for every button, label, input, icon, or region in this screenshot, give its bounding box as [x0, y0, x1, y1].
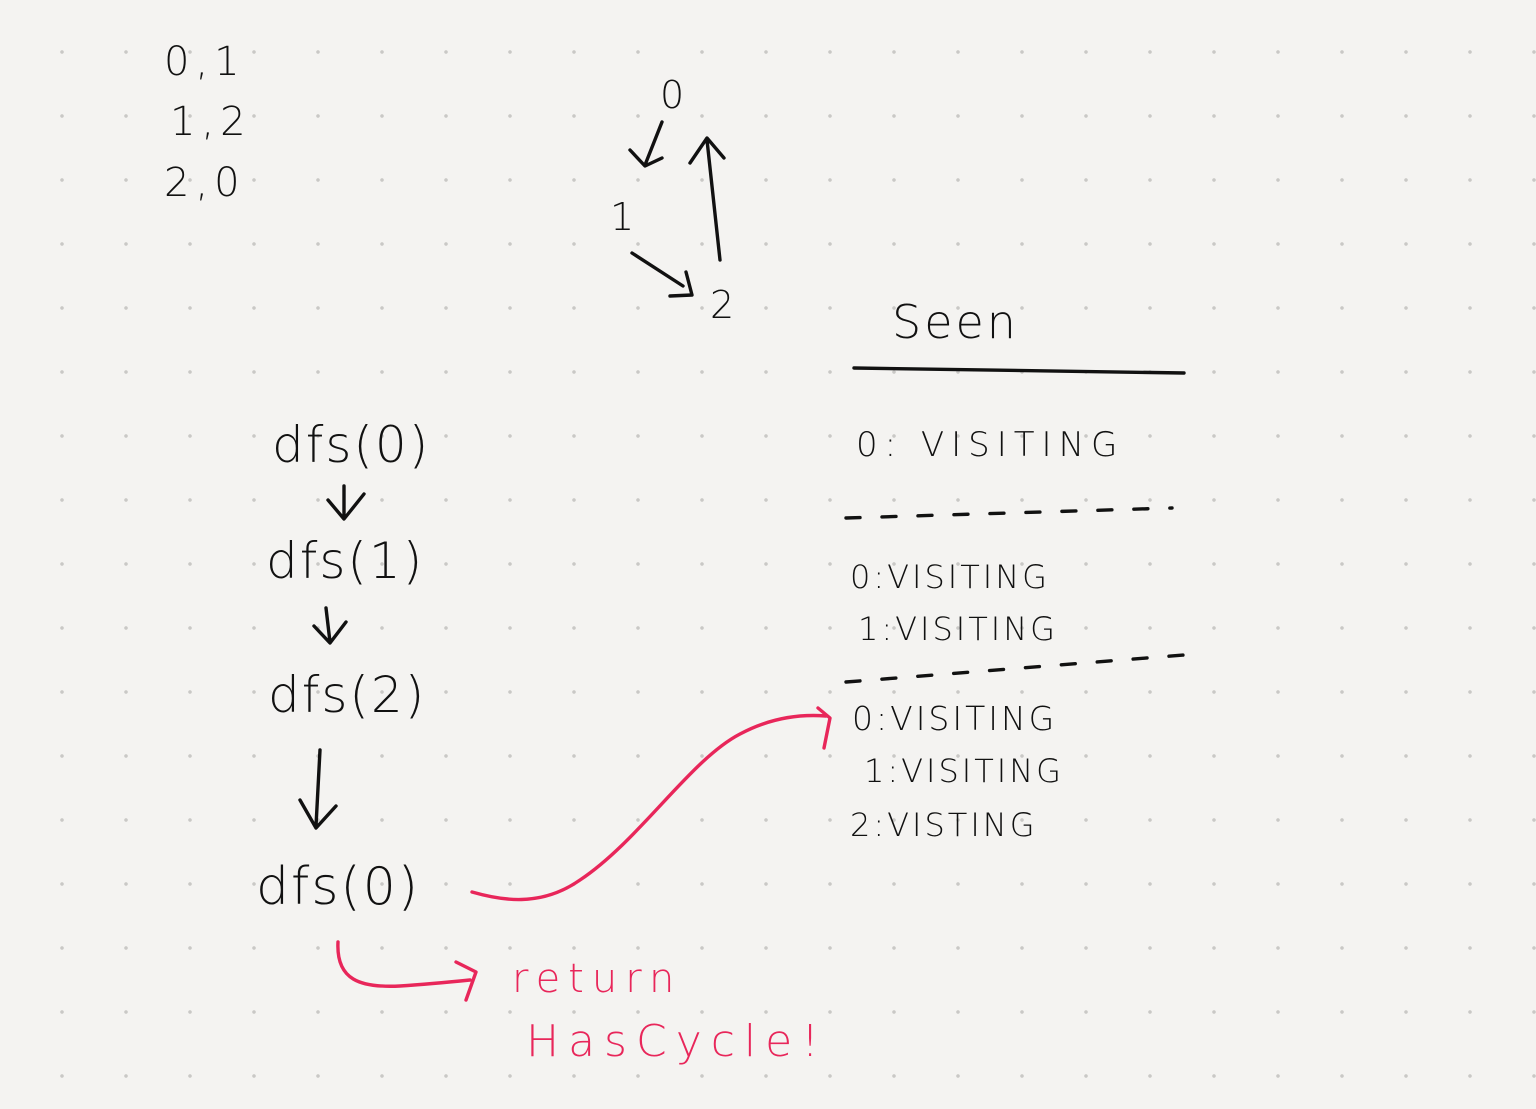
has-cycle-label: HasCycle! [526, 1016, 828, 1067]
call-frame: dfs(0) [272, 416, 430, 474]
cycle-annotation: return HasCycle! [336, 706, 832, 1067]
return-arrow [336, 940, 478, 1002]
seen-entry: 1:VISITING [864, 752, 1064, 790]
call-frame: dfs(1) [266, 532, 424, 590]
seen-table: Seen 0: VISITING 0:VISITING 1:VISITING 0… [844, 295, 1186, 844]
down-arrow [326, 484, 366, 521]
edge-item: 1,2 [170, 99, 252, 145]
seen-underline [852, 366, 1186, 375]
link-arrow [470, 706, 832, 902]
graph-node-0: 0 [660, 73, 684, 117]
seen-entry: 2:VISTING [850, 806, 1038, 844]
edge-arrow-2-0 [688, 136, 726, 262]
graph-sketch: 0 1 2 [610, 73, 734, 327]
seen-entry: 1:VISITING [858, 610, 1058, 648]
graph-node-1: 1 [610, 195, 634, 239]
down-arrow [298, 748, 338, 830]
seen-divider [844, 506, 1174, 520]
edge-item: 2,0 [164, 160, 246, 206]
call-frame: dfs(2) [268, 666, 426, 724]
seen-entry: 0:VISITING [852, 699, 1057, 738]
down-arrow [312, 606, 348, 645]
seen-divider [844, 653, 1186, 684]
return-label: return [512, 956, 682, 1002]
seen-entry: 0: VISITING [856, 425, 1124, 465]
graph-node-2: 2 [710, 283, 734, 327]
edge-arrow-0-1 [628, 120, 664, 168]
edge-item: 0,1 [164, 39, 246, 85]
seen-entry: 0:VISITING [850, 558, 1050, 596]
call-stack: dfs(0) dfs(1) dfs(2) dfs(0) [256, 416, 430, 917]
seen-heading: Seen [892, 295, 1019, 349]
call-frame: dfs(0) [256, 857, 420, 917]
edge-list: 0,1 1,2 2,0 [164, 39, 252, 206]
edge-arrow-1-2 [630, 251, 694, 298]
